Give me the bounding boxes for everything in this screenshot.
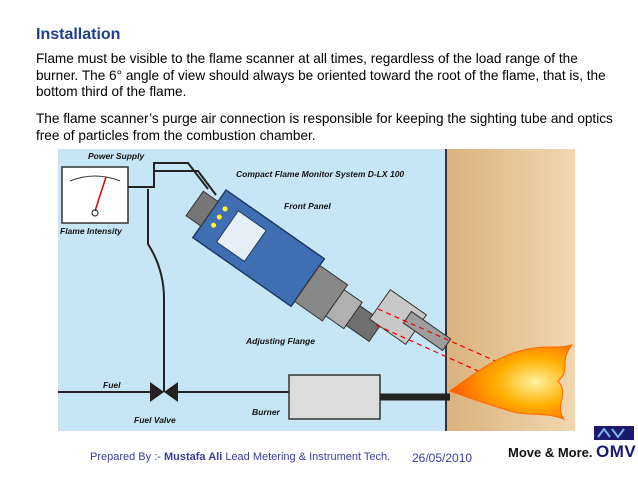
prepared-label: Prepared By :- xyxy=(90,451,164,463)
label-flame-intensity: Flame Intensity xyxy=(60,226,123,236)
brand-name: OMV xyxy=(596,442,637,461)
flame-scanner-diagram: Power Supply Flame Intensity Compact Fla… xyxy=(58,149,575,431)
paragraph-purge-air: The flame scanner’s purge air connection… xyxy=(36,111,613,143)
label-burner: Burner xyxy=(252,407,281,417)
flame xyxy=(448,344,574,421)
prepared-by: Prepared By :- Mustafa Ali Lead Metering… xyxy=(90,451,390,463)
slide-title: Installation xyxy=(36,26,121,43)
paragraph-visibility: Flame must be visible to the flame scann… xyxy=(36,51,606,99)
flame-scanner-device xyxy=(185,188,384,343)
label-fuel-valve: Fuel Valve xyxy=(134,415,176,425)
omv-logo-icon xyxy=(594,426,634,440)
footer-date: 26/05/2010 xyxy=(412,451,473,465)
label-front-panel: Front Panel xyxy=(284,201,331,211)
cable-to-valve xyxy=(147,189,165,375)
author-role: Lead Metering & Instrument Tech. xyxy=(225,451,391,463)
label-adjusting-flange: Adjusting Flange xyxy=(245,336,315,346)
adjusting-flange xyxy=(368,288,452,352)
author-name: Mustafa Ali xyxy=(163,451,223,463)
label-power-supply: Power Supply xyxy=(88,151,145,161)
slogan: Move & More. xyxy=(508,445,593,460)
label-fuel: Fuel xyxy=(103,380,121,390)
burner-body xyxy=(288,374,381,420)
label-compact-monitor: Compact Flame Monitor System D-LX 100 xyxy=(236,169,404,179)
flame-intensity-meter xyxy=(61,166,129,224)
